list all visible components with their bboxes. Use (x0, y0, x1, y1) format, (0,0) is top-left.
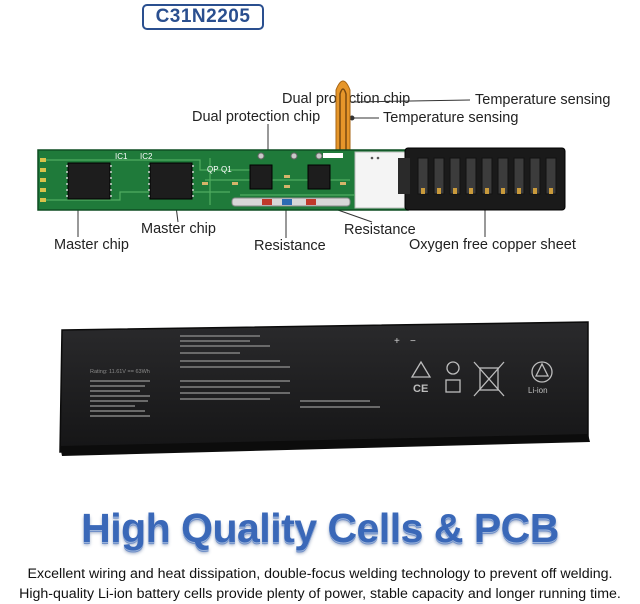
pcb-diagram: IC1 IC2 QP Q1 (37, 80, 566, 238)
resistance-strip (231, 197, 351, 207)
master-chip-1 (66, 162, 112, 200)
minus-symbol: − (410, 336, 416, 347)
recycle-5-icon (446, 361, 460, 375)
ic1-marking: IC1 (115, 152, 128, 161)
description-line-2: High-quality Li-ion battery cells provid… (19, 586, 621, 602)
ce-mark-icon: CE (413, 383, 428, 395)
callout-master-chip-left: Master chip (54, 237, 129, 253)
description-line-1: Excellent wiring and heat dissipation, d… (27, 566, 613, 582)
battery-label-print (90, 335, 380, 417)
model-badge: C31N2205 (142, 4, 264, 30)
li-ion-recycle-icon (531, 361, 553, 383)
dual-protection-chip-2 (307, 152, 331, 190)
caution-triangle-icon (410, 360, 432, 378)
callout-temperature-sensing: Temperature sensing (383, 110, 519, 126)
battery-photo: Rating: 11.61V == 63Wh + − CE Li-ion (59, 321, 590, 456)
plus-symbol: + (394, 336, 400, 347)
dual-protection-chip-1 (249, 152, 273, 190)
ic2-marking: IC2 (140, 152, 153, 161)
qp-marking: QP (207, 165, 219, 174)
callout-resistance-right: Resistance (344, 222, 416, 238)
copper-connector (398, 147, 566, 211)
crossed-bin-icon (473, 361, 505, 397)
callout-oxygen-free-copper-sheet: Oxygen free copper sheet (409, 237, 576, 253)
q1-marking: Q1 (221, 165, 232, 174)
callout-temperature-sensing-top: Temperature sensing (475, 92, 611, 108)
master-chip-2 (148, 162, 194, 200)
callout-resistance-left: Resistance (254, 238, 326, 254)
callout-dual-protection-chip: Dual protection chip (192, 109, 321, 125)
fragile-icon (445, 379, 461, 393)
callout-master-chip: Master chip (141, 221, 216, 237)
li-ion-text: Li-ion (528, 386, 548, 395)
headline: High Quality Cells & PCB (81, 505, 559, 551)
temperature-sensor-flex (335, 80, 351, 161)
battery-rating: Rating: 11.61V == 63Wh (90, 369, 150, 375)
